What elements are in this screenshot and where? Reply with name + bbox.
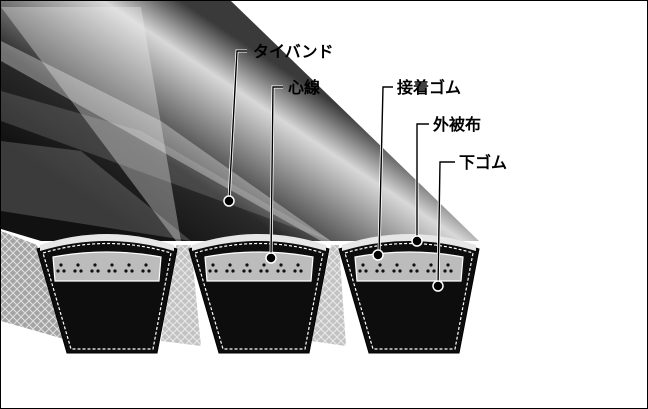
cross-section-2 [188,234,330,354]
cord-dot [361,263,365,267]
cord-dot [443,269,447,273]
cord-dot [299,269,303,273]
cord-dot [381,269,385,273]
cross-section-1 [36,234,178,354]
cord-dot [248,269,252,273]
cord-dot [73,269,77,273]
cord-dot [147,269,151,273]
cord-dot [211,263,215,267]
labels: タイバンド 心線 接着ゴム 外被布 下ゴム [253,42,507,172]
label-adhesive-rubber: 接着ゴム [397,78,461,97]
belt-cross-sections [36,234,480,354]
label-lower-rubber: 下ゴム [459,153,507,172]
cord-dot [395,263,399,267]
section-cover-outline [344,242,474,350]
dot-adhesive-rubber [372,249,384,261]
cord-dot [127,263,131,267]
section-tie-band [40,234,174,251]
leader-lines-dark [228,50,455,287]
cord-dot [378,263,382,267]
cord-dot [90,269,94,273]
cord-dot [79,269,83,273]
cord-dot [282,269,286,273]
cord-dot [231,269,235,273]
cord-dot [107,269,111,273]
section-tie-band [342,234,476,251]
cord-dot [124,269,128,273]
dot-lower-rubber [432,280,444,292]
cord-dot [245,263,249,267]
cord-dot [214,269,218,273]
cord-dot [296,263,300,267]
cord-dot [432,269,436,273]
cord-dot [56,269,60,273]
cord-dot [225,269,229,273]
section-cord-layer [354,251,464,282]
cord-dot [375,269,379,273]
cord-dot [141,269,145,273]
section-cord-layer [204,251,314,282]
cord-dot [62,269,66,273]
label-core-wire: 心線 [288,78,320,97]
cord-dot [259,269,263,273]
cord-dot [242,269,246,273]
cord-dot [398,269,402,273]
cord-dot [358,269,362,273]
belt-body [1,1,479,346]
leader-dots [223,195,444,292]
dot-outer-cover [411,235,423,247]
label-tie-band: タイバンド [253,42,333,61]
cross-section-3 [338,234,480,354]
cord-dot [426,269,430,273]
cord-dot [59,263,63,267]
cord-dot [113,269,117,273]
dot-core-wire [265,252,277,264]
cord-dot [449,269,453,273]
cord-dot [228,263,232,267]
cord-dot [93,263,97,267]
cord-dot [429,263,433,267]
section-cover-outline [42,242,172,350]
label-outer-cover: 外被布 [432,115,481,134]
dot-tie-band [223,195,235,207]
section-cover-outline [194,242,324,350]
cord-dot [409,269,413,273]
cord-dot [96,269,100,273]
cord-dot [446,263,450,267]
cord-dot [130,269,134,273]
cord-dot [293,269,297,273]
cord-dot [144,263,148,267]
cord-dot [276,269,280,273]
cord-dot [279,263,283,267]
cord-dot [262,263,266,267]
cord-dot [392,269,396,273]
section-tie-band [192,234,326,251]
cord-dot [76,263,80,267]
cord-dot [415,269,419,273]
cord-dot [265,269,269,273]
section-cord-layer [52,251,162,282]
cord-dot [412,263,416,267]
cord-dot [208,269,212,273]
cord-dot [364,269,368,273]
cord-dot [110,263,114,267]
